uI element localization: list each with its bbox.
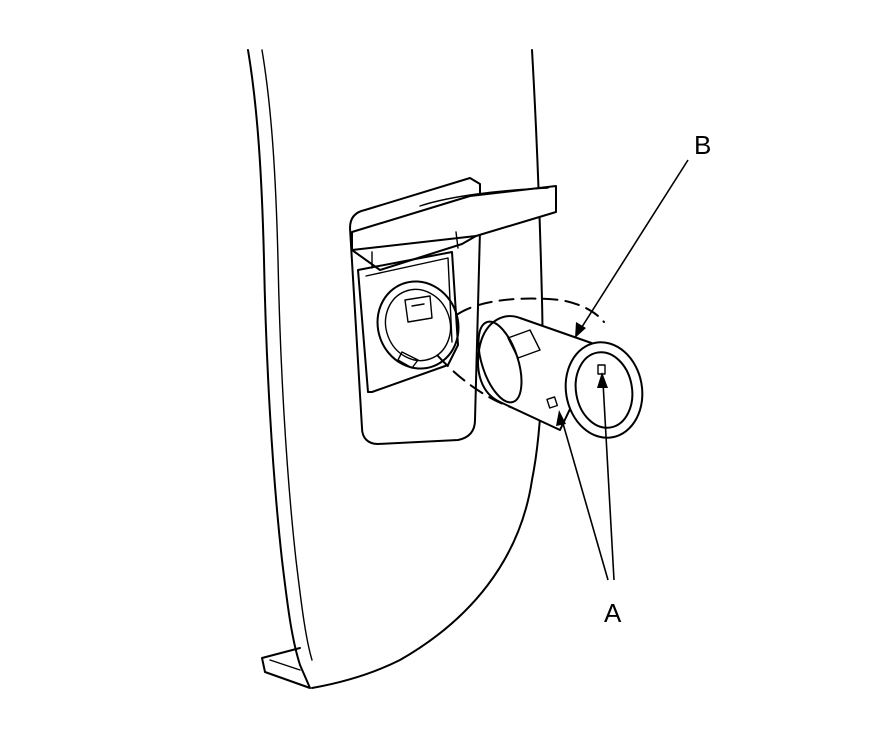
trim-panel-left-edge bbox=[247, 49, 301, 666]
trim-panel-bottom-tab bbox=[261, 647, 311, 689]
socket-contact bbox=[404, 295, 433, 323]
lid-edge bbox=[351, 235, 477, 271]
housing-recess-shadow bbox=[365, 257, 453, 343]
callout-a-arrowhead-2 bbox=[597, 372, 608, 388]
trim-panel-bottom-tab-inner bbox=[269, 659, 301, 671]
removal-path-top bbox=[457, 297, 605, 323]
callout-b-arrowhead bbox=[575, 322, 586, 338]
callout-b: B bbox=[575, 130, 711, 338]
trim-panel-inner-edge bbox=[261, 49, 313, 661]
socket-tab bbox=[397, 351, 419, 369]
lid-hinge bbox=[371, 231, 459, 269]
callout-a-arrowhead-1 bbox=[556, 410, 566, 426]
cylinder-clip bbox=[546, 396, 559, 409]
callout-a-label: A bbox=[604, 598, 622, 628]
callout-b-label: B bbox=[694, 130, 711, 160]
callout-b-leader bbox=[579, 159, 689, 331]
callout-a: A bbox=[556, 372, 622, 628]
lid-ridge bbox=[419, 187, 549, 207]
socket-opening bbox=[376, 280, 460, 370]
socket-ring-inner bbox=[384, 288, 452, 362]
callout-a-leader-2 bbox=[602, 381, 615, 581]
socket-face-inner bbox=[574, 351, 634, 429]
socket-ring-outer bbox=[376, 280, 460, 370]
cylinder-key-slot bbox=[507, 329, 541, 359]
callout-a-leader-1 bbox=[561, 419, 609, 581]
socket-lid bbox=[351, 185, 557, 271]
lid-top bbox=[351, 185, 557, 251]
housing-outer bbox=[349, 177, 481, 445]
